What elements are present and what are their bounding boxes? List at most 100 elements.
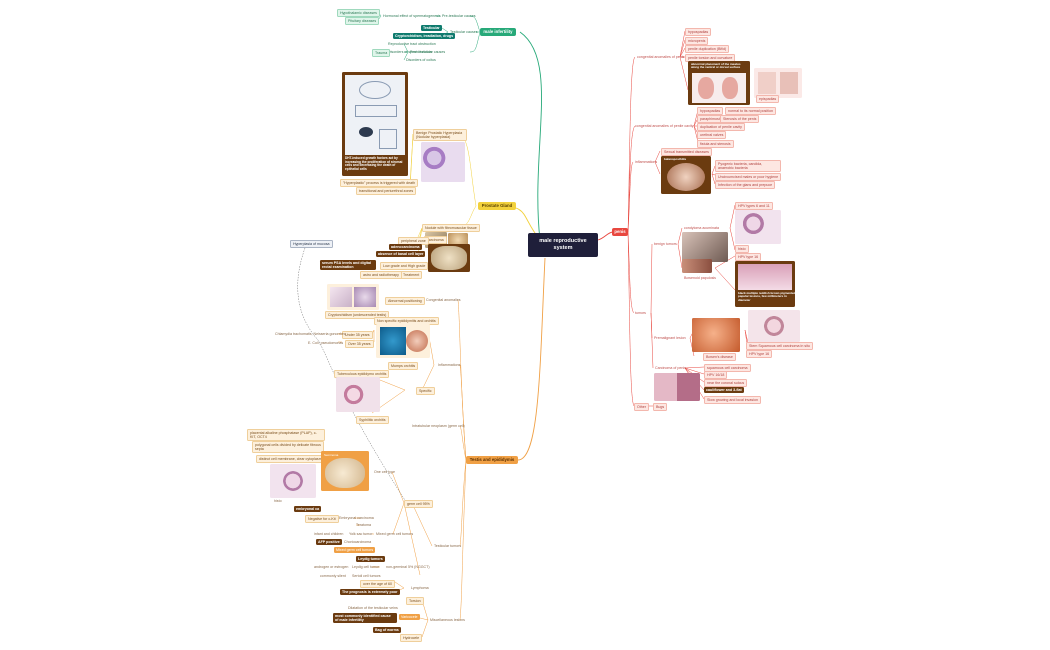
pretesticular-causes[interactable]: Pre-testicular causes: [442, 13, 476, 18]
dilatation-veins[interactable]: Dilatation of the testicular veins: [348, 605, 398, 610]
ecoli-pseudomonas[interactable]: E. Coli, pseudomonas: [308, 340, 344, 345]
plap-markers[interactable]: placental alkaline phosphatase (PLAP), c…: [247, 429, 325, 442]
leydig-cell-tumor[interactable]: Leydig cell tumor: [352, 564, 380, 569]
urethral-valves[interactable]: urethral valves: [697, 131, 727, 139]
embryonal-box[interactable]: embryonal ca: [294, 506, 322, 512]
syphilitic-orchitis[interactable]: Syphilitic orchitis: [356, 416, 389, 424]
benign-tumors[interactable]: benign tumors: [654, 241, 677, 246]
abnormal-positioning[interactable]: Abnormal positioning: [385, 297, 425, 305]
basal-layer-box[interactable]: absence of basal cell layer: [376, 251, 426, 257]
premalignant-lesion[interactable]: Premalignant lesion: [654, 335, 686, 340]
near-coronal[interactable]: near the coronal sulcus: [704, 379, 748, 387]
teratoma[interactable]: Teratoma: [356, 522, 371, 527]
stds[interactable]: Sexual transmitted diseases: [661, 148, 712, 156]
afp-box[interactable]: AFP positive: [316, 539, 342, 545]
gleason-grades[interactable]: Low grade and High grade: [380, 262, 429, 270]
testis-inflammations[interactable]: Inflammations: [438, 362, 461, 367]
bag-of-worms[interactable]: Bag of worms: [373, 627, 401, 633]
nodule-fibromuscular[interactable]: Nodule with fibromuscular tissue: [422, 224, 480, 232]
micropenis[interactable]: micropenis: [685, 37, 709, 45]
fistula-stenosis[interactable]: fistula and stenosis: [697, 140, 734, 148]
penis-inflammations[interactable]: inflammations: [635, 159, 658, 164]
bph-node[interactable]: Benign Prostatic Hyperplasia (Nodular hy…: [413, 129, 467, 142]
pyogenic-bacteria[interactable]: Pyogenic bacteria, candida, anaerobic ba…: [715, 160, 781, 173]
androgen-estrogen[interactable]: androgen or estrogen: [314, 564, 349, 569]
commonly-silent[interactable]: commonly silent: [320, 573, 346, 578]
disorders-coitus[interactable]: Disorders of coitus: [406, 57, 436, 62]
hpv-16-18[interactable]: HPV 16/18: [704, 371, 728, 379]
cryptorchidism-label[interactable]: Cryptorchidism (undescended testis): [325, 311, 390, 319]
condyloma-histo-label[interactable]: histo: [735, 245, 749, 253]
trauma-node[interactable]: Trauma: [372, 49, 391, 57]
penis-tumors[interactable]: tumors: [635, 310, 646, 315]
penile-duplication[interactable]: penile duplication (Bifid): [685, 45, 730, 53]
post-testicular-causes[interactable]: Post-testicular causes: [410, 49, 446, 54]
normal-position[interactable]: normal to its normal position: [725, 107, 776, 115]
carcinoma-penis[interactable]: Carcinoma of penis: [655, 365, 686, 370]
hyperplastic-process[interactable]: "Hyperplastic" process is triggered with…: [340, 179, 419, 187]
testicular-causes[interactable]: Testicular causes: [450, 29, 478, 34]
duplication-cavity[interactable]: duplication of penile cavity: [697, 123, 745, 131]
penis-cavity-anomalies[interactable]: congenital anomalies of penile cavity: [635, 123, 694, 128]
slow-growing[interactable]: Slow growing and local invasion: [704, 396, 761, 404]
misc-lesions[interactable]: Miscellaneous lesions: [430, 617, 465, 622]
hyperplasia-mucosa[interactable]: Hyperplasia of mucosa: [290, 240, 333, 248]
mixed-germ-cell[interactable]: Mixed germ cell tumors: [334, 547, 376, 553]
bugs-node[interactable]: Bugs: [653, 403, 668, 411]
non-germinal[interactable]: non-germinal 5% (NGGCT): [386, 564, 430, 569]
adenocarcinoma-box[interactable]: adenocarcinoma: [389, 244, 422, 250]
condyloma[interactable]: condyloma acuminata: [684, 225, 719, 230]
varicocele[interactable]: Varicocele: [399, 614, 420, 620]
branch-penis[interactable]: penis: [612, 228, 628, 236]
hpv-6-11[interactable]: HPV types 6 and 11: [735, 202, 773, 210]
polygonal-cells[interactable]: polygonal cells divided by delicate fibr…: [252, 441, 324, 454]
under-35[interactable]: Under 35 years: [342, 331, 373, 339]
bowen-disease[interactable]: Bowen's disease: [703, 353, 736, 361]
psa-box[interactable]: serum PSA levels and digital rectal exam…: [320, 260, 376, 271]
mumps-orchitis[interactable]: Mumps orchitis: [388, 362, 419, 370]
treatment-node[interactable]: Treatment: [400, 271, 423, 279]
central-node[interactable]: male reproductive system: [528, 233, 598, 257]
hypospadias[interactable]: hypospadias: [685, 28, 712, 36]
hormonal-effect[interactable]: Hormonal effect of spermatogenesis: [383, 13, 441, 18]
poor-hygiene[interactable]: Uncircumcised males or poor hygiene: [715, 173, 782, 181]
one-cell-type[interactable]: One cell type: [374, 469, 395, 474]
sertoli-cell[interactable]: Sertoli cell tumors: [352, 573, 381, 578]
epispadias-label[interactable]: epispadias: [756, 95, 780, 103]
hypothalamic-diseases[interactable]: Hypothalamic diseases: [337, 9, 380, 17]
over-35[interactable]: Over 35 years: [345, 340, 374, 348]
infant-children[interactable]: infant and children: [314, 531, 344, 536]
negative-ckit[interactable]: Negative for c-Kit: [305, 515, 339, 523]
disorders-sperm-function[interactable]: Disorders of sperm function: [388, 49, 432, 54]
branch-male-infertility[interactable]: male infertility: [480, 28, 516, 36]
prognosis-box[interactable]: The prognosis is extremely poor: [340, 589, 400, 595]
astro-radiotherapy[interactable]: astro and radiotherapy: [360, 271, 402, 279]
choriocarcinoma[interactable]: Choriocarcinoma: [344, 539, 372, 544]
squamous-cell[interactable]: squamous cell carcinoma: [704, 364, 751, 372]
embryonal-carcinoma[interactable]: Embryonal carcinoma: [339, 515, 374, 520]
branch-prostate-gland[interactable]: Prostate Gland: [478, 202, 516, 210]
intratubular-neoplasm[interactable]: Intratubular neoplasm (germ cell): [412, 423, 465, 428]
chlamydia-neisseria[interactable]: Chlamydia trachomatis, Neisseria gonorrh…: [275, 331, 346, 336]
testicular-box[interactable]: Testicular: [421, 25, 442, 31]
hydrocele[interactable]: Hydrocele: [400, 634, 423, 642]
reproductive-tract-obstruction[interactable]: Reproductive tract obstruction: [388, 41, 436, 46]
germ-types[interactable]: Mixed germ cell tumors: [376, 531, 414, 536]
testicular-tumors[interactable]: Testicular tumors: [434, 543, 462, 548]
lymphoma[interactable]: Lymphoma: [411, 585, 429, 590]
phimosis[interactable]: hypospadias: [697, 107, 724, 115]
seminoma-histo-label[interactable]: histo: [274, 498, 282, 503]
pituitary-diseases[interactable]: Pituitary diseases: [345, 17, 380, 25]
yolk-sac[interactable]: Yolk sac tumor: [349, 531, 373, 536]
stenosis-glans[interactable]: Stenosis of the penis: [720, 115, 760, 123]
infection-glans[interactable]: Infection of the glans and prepuce: [715, 181, 776, 189]
bowen-description[interactable]: Stem Squamous cell carcinoma in situ: [746, 342, 813, 350]
over-60[interactable]: over the age of 60: [360, 580, 395, 588]
bowenoid-papulosis[interactable]: Bowenoid papulosis: [684, 275, 716, 280]
penis-congenital[interactable]: congenital anomalies of penis: [637, 54, 685, 59]
hpv-16[interactable]: HPV type 16: [735, 253, 762, 261]
cryptorchidism-box[interactable]: Cryptorchidism, irradiation, drugs: [393, 33, 456, 39]
torsion[interactable]: Torsion: [406, 597, 424, 605]
hpv-16b[interactable]: HPV type 16: [746, 350, 773, 358]
germ-cell[interactable]: germ cell 95%: [404, 500, 433, 508]
